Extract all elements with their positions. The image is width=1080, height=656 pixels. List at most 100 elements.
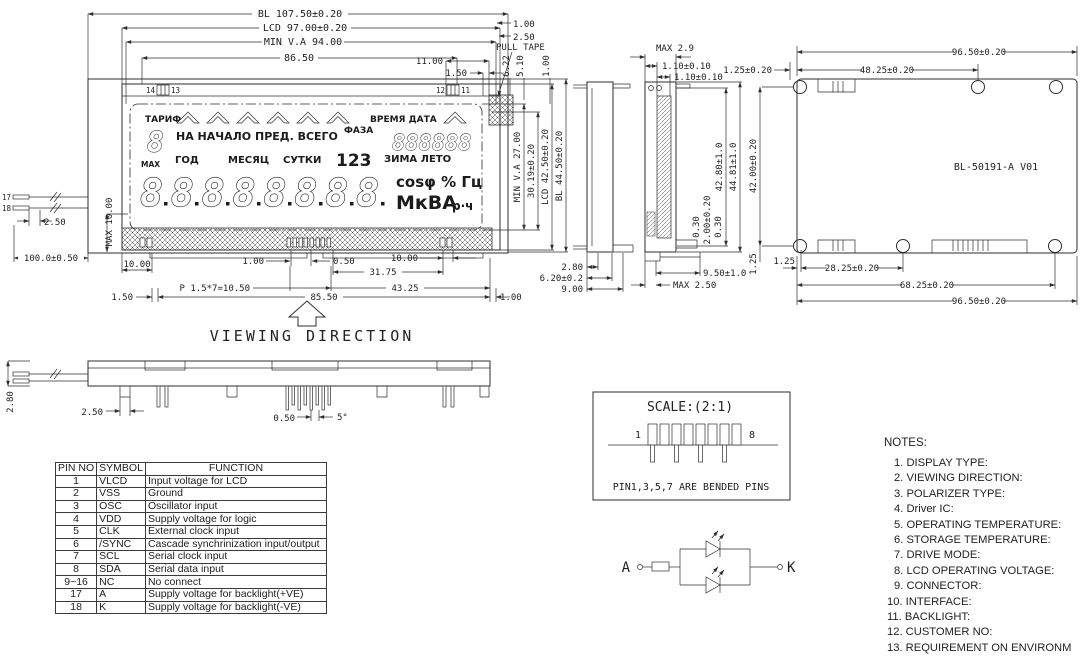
note-item: 13. REQUIREMENT ON ENVIRONM: [887, 641, 1072, 654]
pin-1-label: 1: [635, 430, 641, 441]
note-item: 10. INTERFACE:: [887, 595, 972, 608]
lcd-na-nachalo: НА НАЧАЛО ПРЕД. ВСЕГО: [176, 130, 338, 143]
dim-va-width: MIN V.A 94.00: [264, 37, 342, 48]
pin-8-label: 8: [749, 430, 755, 441]
dim-1-50-top: 1.50: [445, 69, 467, 79]
lcd-faza: ФАЗА: [344, 126, 373, 136]
bezel-mark-13: 13: [171, 86, 180, 95]
lcd-god: ГОД: [175, 155, 199, 166]
pin-function: Input voltage for LCD: [144, 474, 327, 489]
side-view: MAX 2.9 1.10±0.10 1.10±0.10 42.80±1.0 44…: [540, 44, 747, 295]
dim-6-22: 6.22: [502, 55, 512, 77]
dim-48-25: 48.25±0.20: [860, 66, 914, 76]
note-item: 12. CUSTOMER NO:: [887, 626, 993, 639]
pin-symbol: VSS: [96, 487, 146, 501]
dim-30-19: 30.19±0.20: [527, 144, 537, 198]
front-dimensions: BL 107.50±0.20 LCD 97.00±0.20 MIN V.A 94…: [13, 8, 568, 303]
pin-no: 1: [54, 474, 98, 489]
lcd-tarif: ТАРИФ: [145, 115, 181, 125]
dim-2-80-side: 2.80: [561, 263, 583, 273]
pin-symbol: NC: [96, 575, 146, 589]
pin-no: 6: [54, 537, 98, 552]
pcb-bottom-tabs: [817, 239, 1028, 253]
pin-no: 8: [54, 562, 98, 577]
dim-2-50-topright: 2.50: [513, 33, 535, 43]
band-pins: [139, 237, 453, 248]
dim-2-50-left: 2.50: [44, 218, 66, 228]
backlight-wires: [12, 191, 88, 214]
dim-5-10: 5.10: [516, 55, 526, 77]
pin-no: 4: [54, 512, 98, 526]
lcd-cos-units: cosφ % Гц: [396, 173, 482, 191]
connector-pins: [647, 423, 742, 463]
pin-symbol: VDD: [96, 512, 146, 526]
pin-symbol: OSC: [96, 499, 146, 514]
pin-no: 3: [54, 499, 98, 514]
header-symbol: SYMBOL: [96, 462, 146, 476]
table-header-row: PIN NO SYMBOL FUNCTION: [54, 462, 327, 476]
pin-symbol: K: [96, 600, 146, 615]
dim-bl-height: BL 44.50±0.20: [555, 131, 565, 201]
dim-11-00: 11.00: [416, 57, 443, 67]
dim-max-2-50: MAX 2.50: [673, 281, 716, 291]
dim-44-81: 44.81±1.0: [729, 143, 739, 192]
lcd-power-units: МкВА: [396, 192, 457, 214]
connector-detail: SCALE:(2:1) 1 8 PIN1,3,5,7 ARE BENDED PI…: [592, 391, 791, 501]
pin-function: Ground: [144, 487, 327, 501]
bezel-mark-11: 11: [461, 86, 470, 95]
dim-wire-length: 100.0±0.50: [24, 254, 78, 264]
pin-function: No connect: [144, 575, 327, 589]
notes-title: NOTES:: [884, 437, 927, 449]
note-item: 6. STORAGE TEMPERATURE:: [894, 534, 1051, 547]
pin-no: 17: [54, 587, 98, 602]
bottom-pins: [156, 385, 455, 411]
dim-lcd-height: LCD 42.50±0.20: [541, 129, 551, 205]
dim-96-50-top: 96.50±0.20: [952, 48, 1006, 58]
pin-function: Oscillator input: [144, 499, 327, 514]
front-view: 14 13 12 11 17 18: [2, 78, 514, 259]
dim-max-10: MAX 10.00: [105, 198, 115, 247]
pin-symbol: VLCD: [96, 474, 146, 489]
dim-9-00: 9.00: [561, 285, 583, 295]
dim-bl-width: BL 107.50±0.20: [258, 9, 342, 20]
pin-no: 5: [54, 524, 98, 539]
dim-1-25-bottom: 1.25: [773, 257, 795, 267]
lcd-vremya-data: ВРЕМЯ ДАТА: [370, 115, 437, 125]
dim-9-50: 9.50±1.0: [703, 269, 746, 279]
bended-pins-note: PIN1,3,5,7 ARE BENDED PINS: [613, 482, 770, 493]
pin-function: Supply voltage for backlight(+VE): [144, 587, 327, 602]
lcd-content: ТАРИФ ВРЕМЯ ДАТА 8 НА НАЧАЛО ПРЕД. ВСЕГО…: [139, 111, 482, 216]
note-item: 2. VIEWING DIRECTION:: [894, 472, 1023, 485]
pin-symbol: /SYNC: [96, 537, 146, 552]
pin-symbol: SDA: [96, 562, 146, 577]
note-item: 1. DISPLAY TYPE:: [894, 457, 988, 469]
lcd-digits-8: 88888888: [140, 171, 387, 215]
viewing-direction-arrow-icon: [287, 300, 327, 327]
dim-1-50-bottom: 1.50: [111, 293, 133, 303]
viewing-direction: VIEWING DIRECTION: [210, 300, 411, 345]
dim-1-00-right: 1.00: [542, 55, 552, 77]
back-view: BL-50191-A V01 96.50±0.20 48.25±0.20 1.2…: [723, 46, 1078, 307]
lcd-digit-tariff: 8: [147, 126, 164, 159]
pin-symbol: A: [96, 587, 146, 602]
dim-2-00: 2.00±0.20: [703, 196, 713, 245]
dim-85-50: 85.50: [310, 293, 337, 303]
note-item: 3. POLARIZER TYPE:: [894, 487, 1006, 500]
part-number: BL-50191-A V01: [954, 162, 1038, 173]
pin-function: Serial clock input: [144, 550, 327, 564]
dim-31-75: 31.75: [369, 268, 396, 278]
note-item: 9. CONNECTOR:: [894, 580, 982, 593]
lcd-power-units-sub: р·ч: [452, 199, 473, 213]
dim-0-50-pin: 0.50: [273, 414, 295, 424]
dim-6-20: 6.20±0.2: [540, 274, 583, 284]
dim-10-00-left: 10.00: [123, 260, 150, 270]
lcd-zima-leto: ЗИМА ЛЕТО: [384, 154, 451, 165]
pin-function: Supply voltage for backlight(-VE): [144, 600, 327, 615]
bottom-wires: [12, 368, 88, 384]
